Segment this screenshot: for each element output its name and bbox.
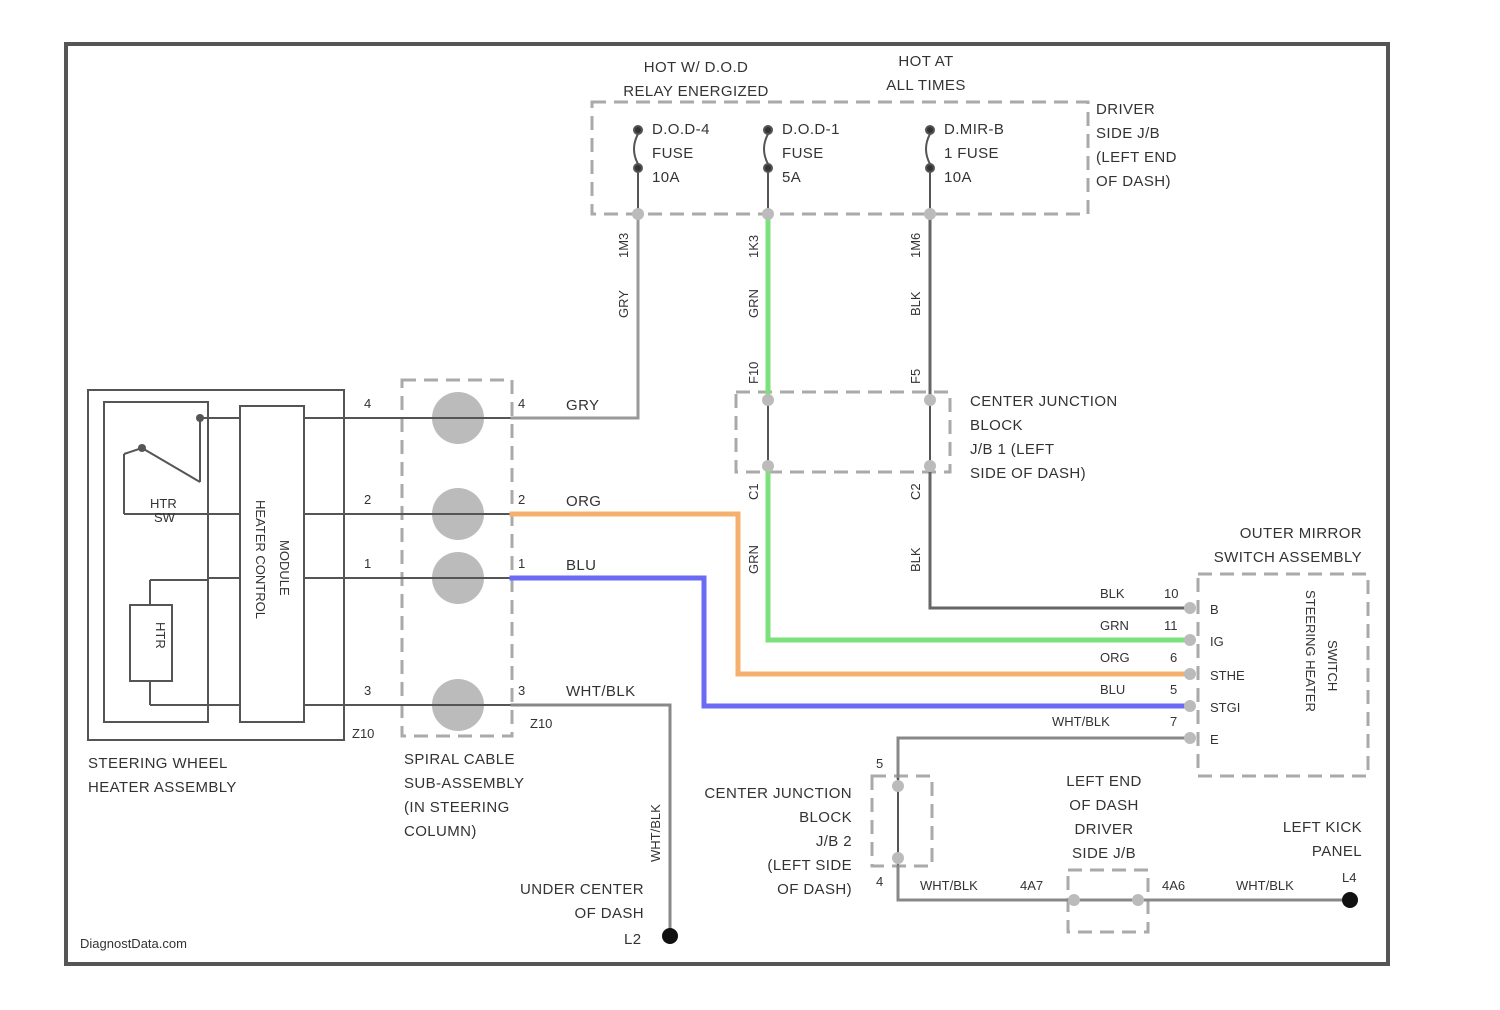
heater-pin-4: 4 [364,396,371,411]
wire-wht-blk-mirror [898,738,1190,778]
svg-text:7: 7 [1170,714,1177,729]
svg-text:BLU: BLU [1100,682,1125,697]
wire-blk-lower [930,466,1190,608]
driver-jb-pin-right: 4A6 [1162,878,1185,893]
wire-label-gry-vertical: GRY [616,290,631,318]
wire-label-gry: GRY [566,397,599,414]
wire-label-wht-blk-l4: WHT/BLK [1236,878,1294,893]
wire-label-wht-blk-vertical: WHT/BLK [648,804,663,862]
ground-l2 [662,928,678,944]
fuse2-pin: 1K3 [746,235,761,258]
svg-text:B: B [1210,602,1219,617]
ecu-label-2: MODULE [277,540,292,596]
fuse1-pin: 1M3 [616,233,631,258]
mirror-inner-label-1: STEERING HEATER [1303,590,1318,712]
fuse3-pin: 1M6 [908,233,923,258]
svg-text:11: 11 [1164,618,1178,633]
jb1-blk-out-pin: C2 [908,483,923,500]
svg-text:ORG: ORG [1100,650,1130,665]
svg-text:STHE: STHE [1210,668,1245,683]
mirror-switch-pins: B IG STHE STGI E [1210,602,1245,747]
svg-text:IG: IG [1210,634,1224,649]
wire-label-wht-blk: WHT/BLK [566,683,635,700]
wire-label-org: ORG [566,493,601,510]
svg-text:5: 5 [1170,682,1177,697]
spiral-pin-4: 4 [518,396,525,411]
ground-l4-id: L4 [1342,870,1356,885]
wire-label-blk-lower: BLK [908,547,923,572]
jb1-grn-in-pin: F10 [746,362,761,384]
ecu-label-1: HEATER CONTROL [253,500,268,619]
spiral-pin-3: 3 [518,683,525,698]
svg-text:BLK: BLK [1100,586,1125,601]
heater-connector: Z10 [352,726,374,741]
heater-pin-2: 2 [364,492,371,507]
svg-text:E: E [1210,732,1219,747]
svg-text:WHT/BLK: WHT/BLK [1052,714,1110,729]
wire-org [512,514,1190,674]
svg-text:6: 6 [1170,650,1177,665]
steering-heater-assembly [88,390,344,740]
wire-label-grn-vertical: GRN [746,289,761,318]
driver-jb-pin-left: 4A7 [1020,878,1043,893]
mirror-inner-label-2: SWITCH [1325,640,1340,691]
wire-label-blk-vertical: BLK [908,291,923,316]
jb1-grn-out-pin: C1 [746,483,761,500]
svg-text:STGI: STGI [1210,700,1240,715]
jb2-pin-top: 5 [876,756,883,771]
jb2-pin-bottom: 4 [876,874,883,889]
svg-text:10: 10 [1164,586,1178,601]
spiral-connector: Z10 [530,716,552,731]
heater-pin-1: 1 [364,556,371,571]
heater-label: HTR [153,622,168,649]
spiral-pin-2: 2 [518,492,525,507]
spiral-pin-1: 1 [518,556,525,571]
wire-label-grn-lower: GRN [746,545,761,574]
watermark: DiagnostData.com [80,936,187,951]
ground-l4 [1342,892,1358,908]
wire-label-wht-blk-jb2: WHT/BLK [920,878,978,893]
wire-wht-blk-spiral [512,705,670,934]
jb1-blk-in-pin: F5 [908,369,923,384]
wire-label-blu: BLU [566,557,596,574]
wire-grn-lower [768,466,1190,640]
heater-control-module [240,406,304,722]
svg-text:GRN: GRN [1100,618,1129,633]
heater-pin-3: 3 [364,683,371,698]
spiral-cable-coils [402,392,512,731]
ground-l2-id: L2 [624,931,642,948]
heater-switch [142,448,200,482]
